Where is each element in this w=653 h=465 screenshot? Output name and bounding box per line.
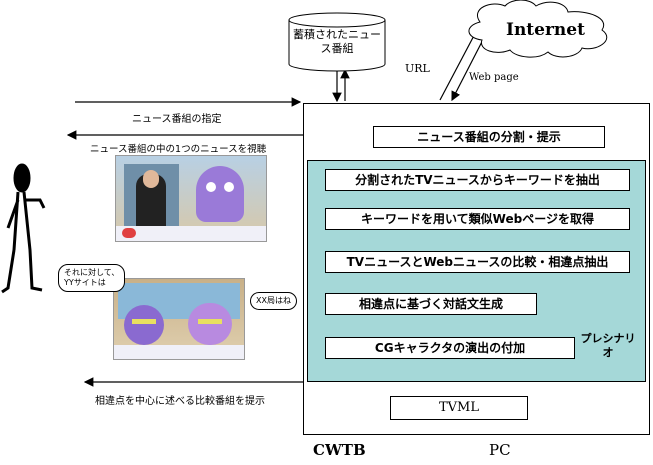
- url-label: URL: [405, 62, 430, 75]
- view-label: ニュース番組の中の1つのニュースを視聴: [90, 144, 267, 155]
- scenario-label: プレシナリオ: [580, 332, 636, 359]
- storage-cylinder: [288, 20, 386, 72]
- tvml-output: TVML: [390, 396, 528, 420]
- step-compare: TVニュースとWebニュースの比較・相違点抽出: [325, 251, 630, 273]
- step-fetch-web: キーワードを用いて類似Webページを取得: [325, 208, 630, 230]
- split-present-step: ニュース番組の分割・提示: [373, 126, 605, 148]
- news-video-thumbnail: [115, 155, 267, 242]
- speech-bubble-left: それに対して、 YYサイトは: [58, 264, 126, 292]
- cwtb-label: CWTB: [313, 441, 366, 459]
- webpage-label: Web page: [469, 72, 519, 83]
- step-extract-keywords: 分割されたTVニュースからキーワードを抽出: [325, 169, 630, 191]
- comparison-program-thumbnail: [113, 278, 245, 360]
- internet-label: Internet: [506, 20, 585, 40]
- arrow-to-internet: [439, 26, 479, 101]
- pc-label: PC: [489, 441, 511, 459]
- specify-label: ニュース番組の指定: [132, 114, 222, 125]
- speech-bubble-right: XX局はね: [250, 292, 297, 310]
- step-dialog-generation: 相違点に基づく対話文生成: [325, 293, 537, 315]
- viewer-person-icon: [1, 163, 46, 294]
- present-label: 相違点を中心に述べる比較番組を提示: [95, 396, 265, 407]
- internet-cloud: [468, 0, 608, 58]
- step-cg-direction: CGキャラクタの演出の付加: [325, 337, 575, 359]
- storage-label: 蓄積されたニュース番組: [293, 28, 381, 55]
- character-figure: [196, 166, 244, 222]
